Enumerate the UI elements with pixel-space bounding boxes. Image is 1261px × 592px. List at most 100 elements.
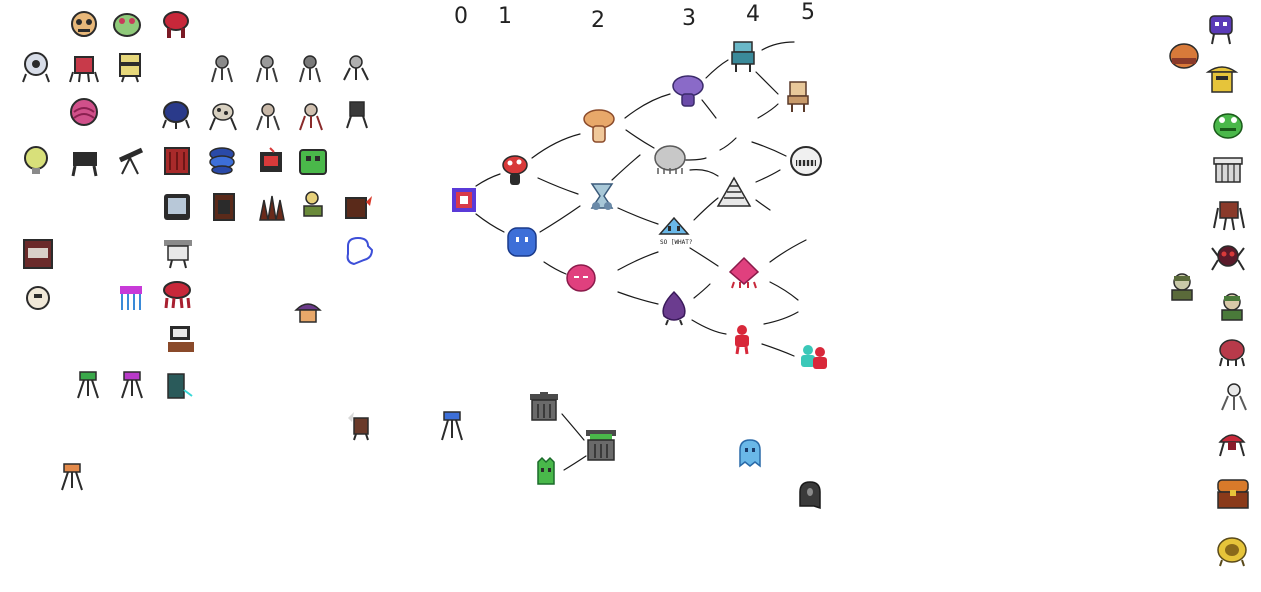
blue-ghost-icon[interactable] <box>739 439 761 468</box>
column-label-2: 2 <box>591 8 605 33</box>
crystal-bot-icon[interactable] <box>590 183 614 210</box>
column-label-4: 4 <box>746 2 760 27</box>
teeth-monster-icon[interactable] <box>790 146 822 176</box>
edge <box>689 247 719 267</box>
orange-beetle-icon[interactable] <box>1169 43 1199 69</box>
purple-hat-robot-icon[interactable] <box>294 303 322 323</box>
edge <box>693 283 711 299</box>
column-label-5: 5 <box>801 0 815 25</box>
brown-drum-icon[interactable] <box>213 193 235 221</box>
skull-gear-icon[interactable] <box>71 11 97 37</box>
edge <box>475 213 505 233</box>
edge <box>617 207 659 225</box>
blue-tick-bug-icon[interactable] <box>162 101 190 129</box>
green-soldier-icon[interactable] <box>1221 293 1243 321</box>
forge-bot-icon[interactable] <box>345 196 372 219</box>
lightbulb-bot-icon[interactable] <box>24 146 48 174</box>
spotted-walker-icon[interactable] <box>209 103 237 131</box>
green-tv-bot-icon[interactable] <box>299 149 327 175</box>
trash-can-monster-icon[interactable] <box>586 430 616 461</box>
red-purple-square-icon[interactable] <box>452 188 476 212</box>
spiral-shell-icon[interactable] <box>716 176 752 207</box>
edge <box>763 311 799 325</box>
grey-walker-icon[interactable] <box>299 55 321 83</box>
neon-sign-icon[interactable] <box>23 239 53 269</box>
white-hat-robot-icon[interactable] <box>164 240 192 269</box>
blue-outline-blob-icon[interactable] <box>346 236 374 266</box>
onion-bot-icon[interactable] <box>26 286 50 310</box>
computer-desk-icon[interactable] <box>168 326 194 352</box>
grey-walker-icon[interactable] <box>256 55 278 83</box>
tan-robot-icon[interactable] <box>787 81 809 112</box>
green-tripod-icon[interactable] <box>77 371 99 399</box>
red-spider-bot-icon[interactable] <box>69 56 99 83</box>
edge <box>693 197 719 221</box>
edge <box>769 281 799 301</box>
pale-walker-icon[interactable] <box>299 103 323 131</box>
edge <box>531 133 581 159</box>
brown-roots-icon[interactable] <box>259 195 285 221</box>
mushroom-orange-icon[interactable] <box>583 109 615 143</box>
connector-lines <box>475 41 807 471</box>
dark-spider-icon[interactable] <box>1211 245 1245 271</box>
edge <box>705 59 729 79</box>
red-crab-robot-icon[interactable] <box>163 11 189 38</box>
column-label-3: 3 <box>682 6 696 31</box>
bone-spider-icon[interactable] <box>1221 383 1247 411</box>
dark-walker-icon[interactable] <box>346 101 368 129</box>
left-sprite-cluster <box>22 11 463 491</box>
purple-tripod-icon[interactable] <box>121 371 143 399</box>
crt-tv-icon[interactable] <box>164 194 190 220</box>
edge <box>625 129 655 149</box>
feather-beast-icon[interactable] <box>348 412 369 441</box>
red-tentacle-icon[interactable] <box>163 281 191 309</box>
eyeball-walker-icon[interactable] <box>22 52 50 83</box>
edge <box>701 99 717 119</box>
doll-icon[interactable]: SO [WHAT? <box>658 216 693 246</box>
glitch-squid-icon[interactable] <box>120 286 142 310</box>
orange-tripod-icon[interactable] <box>61 463 83 491</box>
purple-onion-icon[interactable] <box>662 290 686 326</box>
red-crab-icon[interactable] <box>1219 339 1245 367</box>
black-dog-mech-icon[interactable] <box>71 152 98 177</box>
green-plant-monster-icon[interactable] <box>537 456 555 485</box>
striped-mask-bot-icon[interactable] <box>119 53 141 83</box>
trash-can-icon[interactable] <box>530 392 558 421</box>
cyan-robot-icon[interactable] <box>731 41 755 72</box>
grey-cloud-icon[interactable] <box>654 145 686 174</box>
node-caption: SO [WHAT? <box>660 239 693 246</box>
teal-tripod-icon[interactable] <box>167 373 193 399</box>
red-figure-icon[interactable] <box>735 325 749 355</box>
two-figures-icon[interactable] <box>801 345 827 369</box>
skeleton-walker-icon[interactable] <box>343 55 369 81</box>
dark-ghost-icon[interactable] <box>799 481 821 510</box>
edge <box>755 199 771 211</box>
edge <box>539 205 581 233</box>
green-frog-icon[interactable] <box>1213 113 1243 139</box>
pink-brain-bot-icon[interactable] <box>70 98 98 126</box>
mushroom-purple-icon[interactable] <box>672 75 704 107</box>
frog-badge-icon[interactable] <box>113 13 141 37</box>
gold-shell-icon[interactable] <box>1217 537 1247 567</box>
blue-stack-bot-icon[interactable] <box>209 147 235 175</box>
edge <box>755 71 779 95</box>
green-soldier-icon[interactable] <box>1171 273 1193 301</box>
dark-brown-beetle-icon[interactable] <box>1213 201 1245 231</box>
yellow-robot-icon[interactable] <box>1205 66 1239 93</box>
treasure-chest-icon[interactable] <box>1217 479 1249 509</box>
white-bowl-icon[interactable] <box>1213 157 1243 183</box>
purple-robot-icon[interactable] <box>1209 15 1233 45</box>
blue-tripod-icon[interactable] <box>441 411 463 441</box>
red-cannon-icon[interactable] <box>1218 434 1246 457</box>
red-box-bot-icon[interactable] <box>260 147 282 172</box>
mushroom-red-icon[interactable] <box>502 155 528 185</box>
edge <box>537 177 579 195</box>
telescope-icon[interactable] <box>118 147 144 175</box>
pink-squid-icon[interactable] <box>728 256 760 289</box>
blue-slime-icon[interactable] <box>507 227 537 257</box>
pale-walker-icon[interactable] <box>256 103 280 131</box>
grey-walker-icon[interactable] <box>211 55 233 83</box>
flower-pot-icon[interactable] <box>303 191 323 217</box>
pink-slime-icon[interactable] <box>566 264 596 292</box>
red-cabinet-icon[interactable] <box>164 147 190 175</box>
